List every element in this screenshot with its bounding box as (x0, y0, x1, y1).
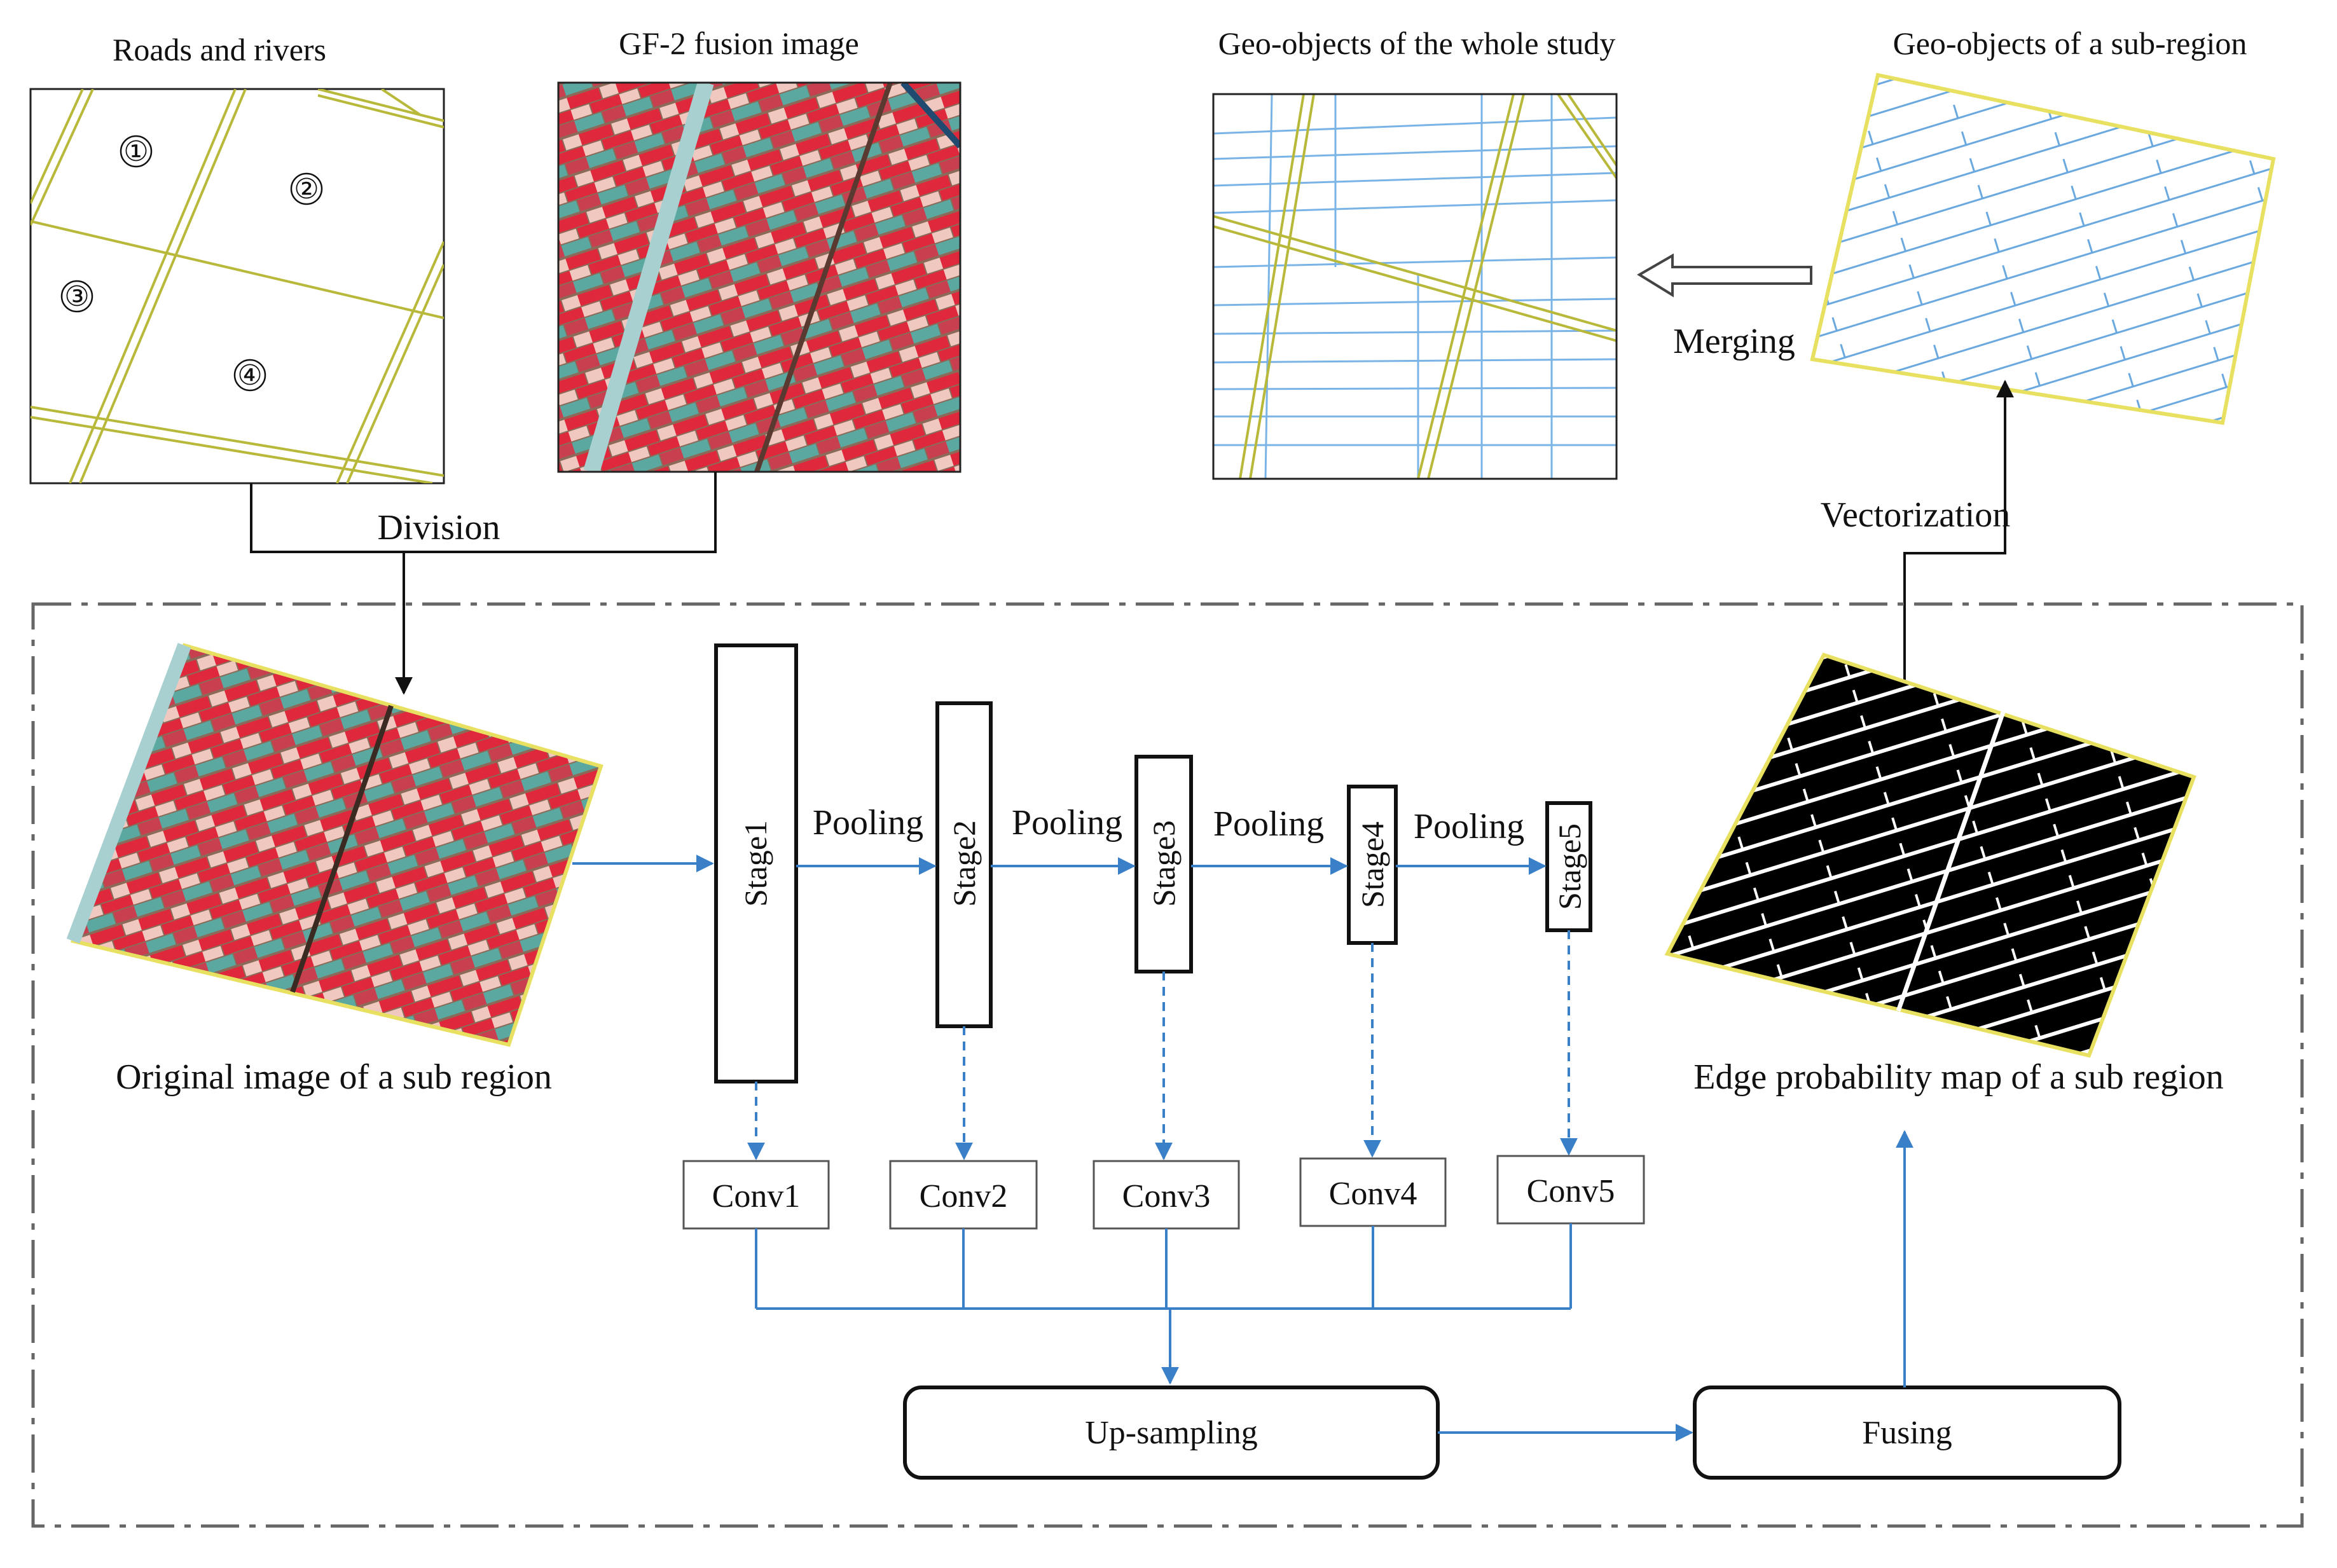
conv-3-label: Conv3 (1122, 1178, 1211, 1214)
conv-4: Conv4 (1299, 1157, 1447, 1227)
whole-study-title: Geo-objects of the whole study (1218, 25, 1616, 61)
stage-3: Stage3 (1134, 755, 1193, 973)
stage-4-label: Stage4 (1355, 822, 1390, 908)
stage-conv-arrows (747, 930, 1578, 1160)
conv-3: Conv3 (1093, 1160, 1240, 1230)
region-numbers: ① ② ③ ④ (60, 135, 323, 392)
stage-1: Stage1 (714, 643, 798, 1083)
stage-4: Stage4 (1347, 785, 1398, 945)
pooling-label-1: Pooling (813, 803, 923, 842)
region-number-4: ④ (237, 360, 262, 391)
roads-rivers-title: Roads and rivers (113, 32, 326, 67)
original-image (66, 643, 603, 1047)
conv-1-label: Conv1 (712, 1178, 801, 1214)
conv-2: Conv2 (889, 1160, 1038, 1230)
stage-2: Stage2 (935, 701, 993, 1028)
region-number-3: ③ (64, 281, 89, 312)
gf2-fusion-panel: GF-2 fusion image (557, 25, 962, 473)
pooling-label-4: Pooling (1414, 807, 1524, 846)
vectorization-arrow (1903, 380, 2014, 692)
roads-rivers-panel: Roads and rivers ① ② ③ ④ (29, 32, 445, 485)
conv-4-label: Conv4 (1329, 1176, 1417, 1212)
conv-5: Conv5 (1496, 1155, 1645, 1225)
edge-map-caption: Edge probability map of a sub region (1693, 1057, 2224, 1097)
conv-2-label: Conv2 (920, 1178, 1008, 1214)
stage-5-label: Stage5 (1552, 823, 1587, 910)
stage-5: Stage5 (1545, 801, 1592, 932)
conv-merge-bus (755, 1223, 1572, 1385)
conv-5-label: Conv5 (1527, 1173, 1615, 1209)
sub-region-title: Geo-objects of a sub-region (1893, 25, 2247, 61)
merging-arrow (1637, 253, 1812, 298)
division-connector (250, 472, 717, 695)
stage-3-label: Stage3 (1146, 820, 1182, 907)
merging-label: Merging (1673, 322, 1795, 361)
conv-1: Conv1 (682, 1160, 830, 1230)
division-label: Division (378, 508, 500, 547)
edge-probability-map (1664, 652, 2196, 1058)
pooling-label-2: Pooling (1012, 803, 1122, 842)
region-number-1: ① (123, 136, 148, 167)
pooling-label-3: Pooling (1213, 804, 1324, 844)
original-caption: Original image of a sub region (116, 1057, 552, 1097)
stage-2-label: Stage2 (946, 820, 982, 907)
region-number-2: ② (294, 174, 319, 205)
fusing-box: Fusing (1693, 1386, 2121, 1480)
upsampling-label: Up-sampling (1085, 1415, 1258, 1451)
stage-1-label: Stage1 (738, 820, 773, 907)
upsampling-box: Up-sampling (903, 1386, 1440, 1480)
gf2-title: GF-2 fusion image (619, 25, 859, 61)
network-frame (31, 602, 2304, 1528)
vectorization-label: Vectorization (1821, 495, 2011, 535)
fusing-label: Fusing (1862, 1415, 1952, 1451)
whole-study-panel: Geo-objects of the whole study (1212, 25, 1618, 480)
sub-region-panel: Geo-objects of a sub-region (1810, 25, 2276, 425)
